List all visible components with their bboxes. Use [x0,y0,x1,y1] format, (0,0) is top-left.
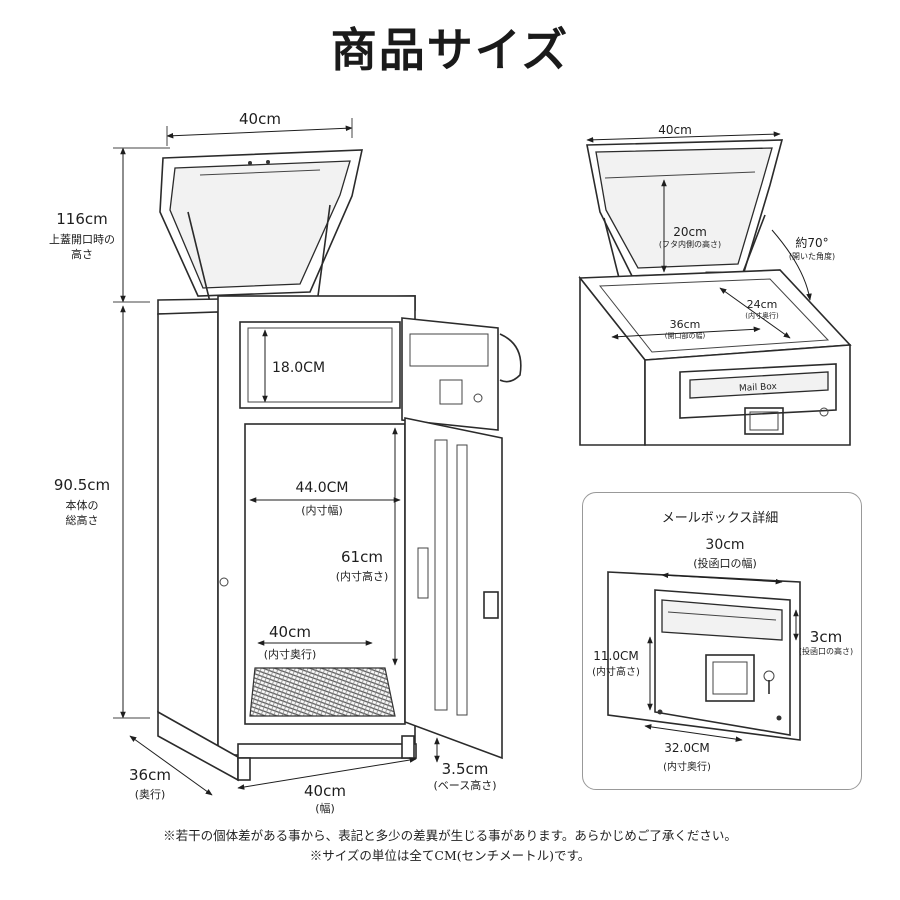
base-height-note: (ベース高さ) [433,778,496,792]
width-note: (幅) [315,802,335,815]
footnote-line-2: ※サイズの単位は全てCM(センチメートル)です。 [309,848,591,863]
open-height-note-2: 高さ [71,247,93,261]
mailbox-detail-heading: メールボックス詳細 [662,510,779,526]
lid-inner-height-note: (フタ内側の高さ) [659,239,721,249]
opening-depth-note: (内寸奥行) [745,311,779,320]
inner-width-label: 44.0CM [295,480,348,496]
mailbox-inner-depth-note: (内寸奥行) [663,760,711,773]
open-height-label: 116cm [56,210,108,228]
inner-width-note: (内寸幅) [301,503,343,517]
footnote-line-1: ※若干の個体差がある事から、表記と多少の差異が生じる事があります。あらかじめご了… [163,828,737,843]
lid-angle-note: (開いた角度) [789,251,835,261]
depth-note: (奥行) [135,787,166,801]
mailbox-detail-panel [582,492,862,790]
inner-height-note: (内寸高さ) [336,569,389,583]
lid-angle-label: 約70° [795,235,828,250]
inner-depth-label: 40cm [269,623,311,641]
width-label: 40cm [304,782,346,800]
total-height-label: 90.5cm [54,476,110,494]
mailbox-detail-illustration [607,571,801,741]
page-title: 商品サイズ [330,23,570,77]
top-width-label: 40cm [239,110,281,128]
inner-height-label: 61cm [341,548,383,566]
total-height-note-2: 総高さ [66,513,99,527]
mailbox-inner-height-label: 11.0CM [593,649,638,663]
inner-depth-note: (内寸奥行) [264,647,317,661]
footnotes: ※若干の個体差がある事から、表記と多少の差異が生じる事があります。あらかじめご了… [0,826,900,866]
opening-depth-label: 24cm [747,298,778,311]
slot-width-label: 30cm [705,537,744,553]
mail-box-plate-label: Mail Box [739,382,778,394]
base-height-label: 3.5cm [442,760,489,778]
mailbox-detail-dimensions: 30cm (投函口の幅) 3cm (投函口の高さ) 11.0CM (内寸高さ) … [592,537,853,773]
slot-height-label: 3cm [810,628,842,646]
lid-inner-height-label: 20cm [673,225,707,239]
main-box-illustration [157,149,522,782]
lid-dimensions: 40cm 20cm (フタ内側の高さ) 約70° (開いた角度) 24cm (内… [586,123,835,340]
mailbox-inner-depth-label: 32.0CM [664,741,709,755]
upper-inner-height-label: 18.0CM [272,360,325,376]
lid-detail-illustration: Mail Box [578,139,852,446]
depth-label: 36cm [129,766,171,784]
mailbox-inner-height-note: (内寸高さ) [592,665,640,678]
open-height-note-1: 上蓋開口時の [49,233,115,246]
lid-width-label: 40cm [658,123,692,137]
total-height-note-1: 本体の [66,498,99,512]
main-dimensions: 40cm 116cm 上蓋開口時の 高さ 90.5cm 本体の 総高さ 18.0… [49,110,497,815]
slot-height-note: (投函口の高さ) [799,646,853,656]
opening-width-label: 36cm [670,318,701,331]
opening-width-note: (開口部の幅) [665,331,706,340]
slot-width-note: (投函口の幅) [693,556,757,570]
